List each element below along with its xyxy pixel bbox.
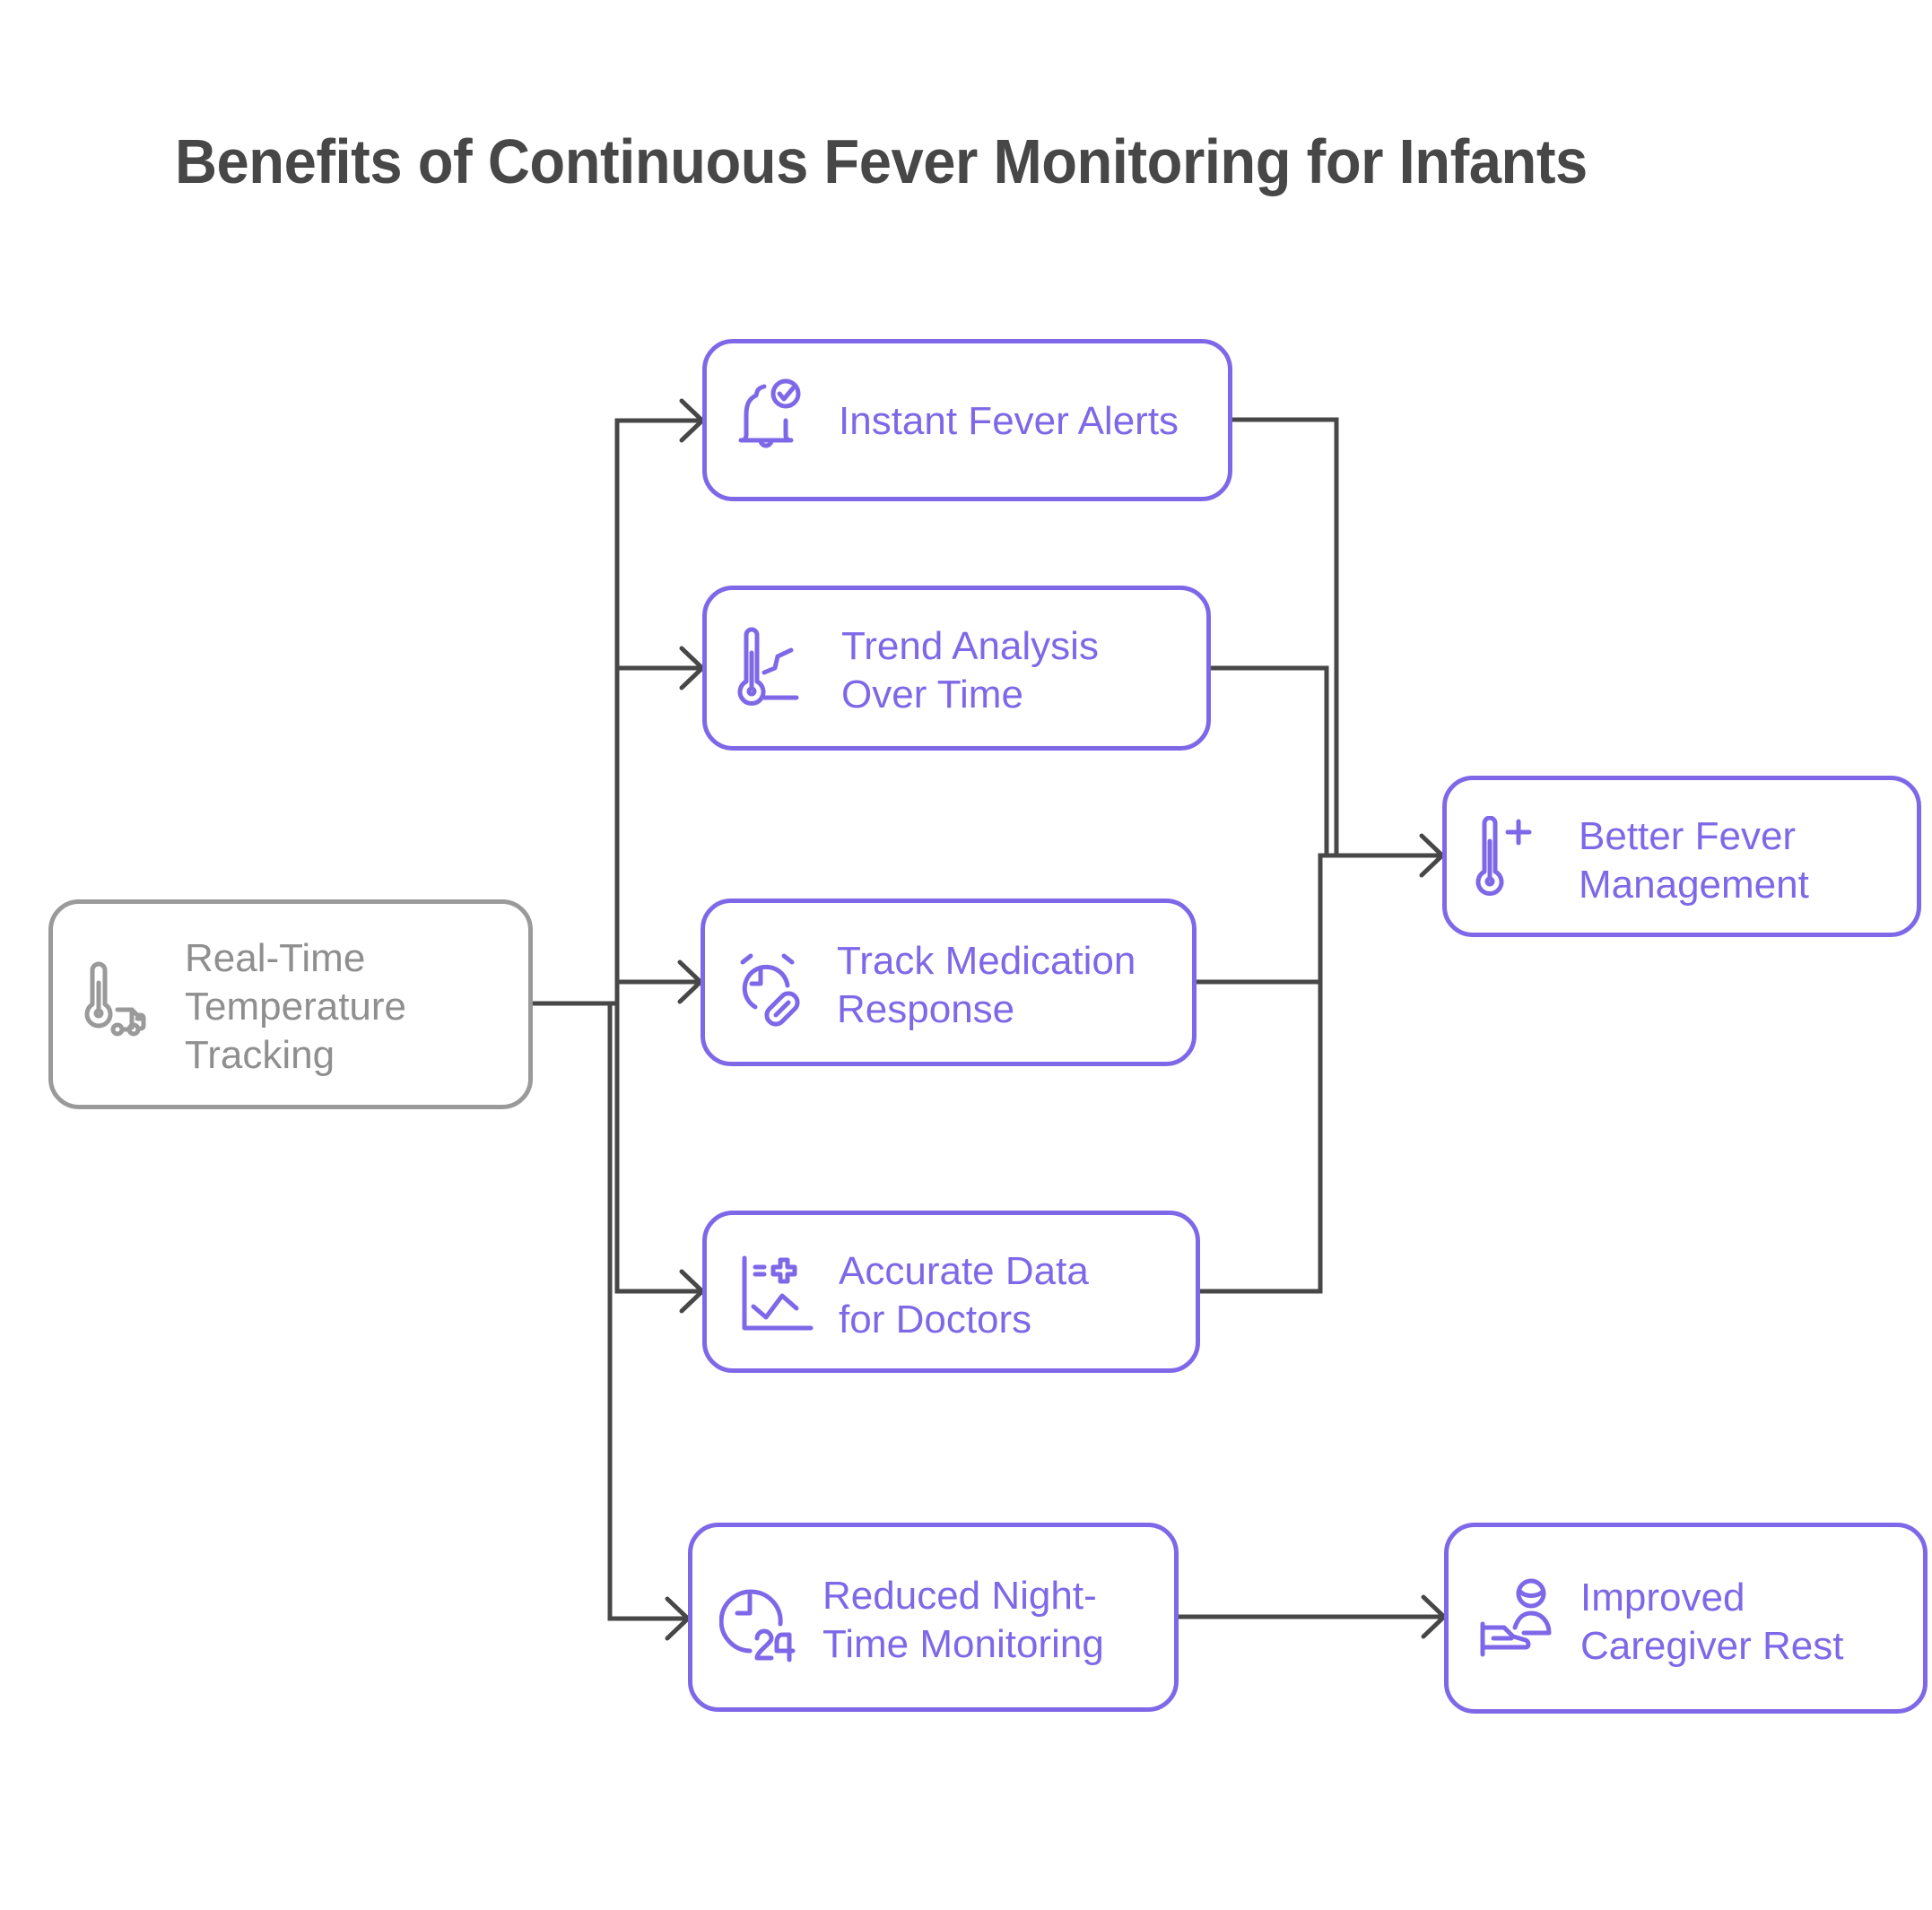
node-label: Real-Time Temperature Tracking: [185, 936, 407, 1077]
thermometer-trend-icon: [737, 627, 799, 707]
node-track-medication-response[interactable]: Track Medication Response: [701, 899, 1197, 1066]
node-reduced-night-time-monitoring[interactable]: Reduced Night- Time Monitoring: [688, 1523, 1179, 1712]
node-label: Reduced Night- Time Monitoring: [822, 1574, 1104, 1666]
thermometer-truck-icon: [84, 961, 146, 1037]
node-improved-caregiver-rest[interactable]: Improved Caregiver Rest: [1444, 1523, 1928, 1714]
node-trend-analysis-over-time[interactable]: Trend Analysis Over Time: [702, 586, 1211, 751]
node-label: Track Medication Response: [837, 939, 1136, 1031]
edge-trend-analysis-to-fever-management: [1207, 665, 1329, 858]
clock-24-icon: [719, 1589, 796, 1663]
diagram-title: Benefits of Continuous Fever Monitoring …: [175, 126, 1588, 196]
node-label: Trend Analysis Over Time: [841, 624, 1099, 716]
edge-instant-alerts-to-fever-management: [1229, 417, 1339, 858]
node-better-fever-management[interactable]: Better Fever Management: [1442, 776, 1921, 937]
node-real-time-temperature-tracking[interactable]: Real-Time Temperature Tracking: [48, 899, 533, 1109]
bell-check-icon: [738, 378, 801, 448]
alarm-clock-pill-icon: [740, 953, 800, 1027]
medical-chart-icon: [742, 1255, 814, 1331]
node-accurate-data-for-doctors[interactable]: Accurate Data for Doctors: [702, 1211, 1200, 1373]
edge-accurate-data-to-fever-management: [1197, 853, 1445, 1294]
node-label: Improved Caregiver Rest: [1580, 1576, 1844, 1668]
edge-source-to-instant-alerts: [529, 418, 705, 1006]
node-label: Accurate Data for Doctors: [839, 1249, 1089, 1341]
edge-medication-to-fever-management: [1193, 853, 1323, 985]
edge-source-to-night-monitoring: [607, 1001, 691, 1621]
node-label: Instant Fever Alerts: [839, 399, 1179, 443]
node-label: Better Fever Management: [1579, 814, 1809, 907]
thermometer-plus-icon: [1475, 816, 1532, 897]
node-instant-fever-alerts[interactable]: Instant Fever Alerts: [702, 339, 1232, 501]
edge-source-to-accurate-data: [614, 1001, 705, 1294]
caregiver-rest-icon: [1480, 1578, 1552, 1657]
